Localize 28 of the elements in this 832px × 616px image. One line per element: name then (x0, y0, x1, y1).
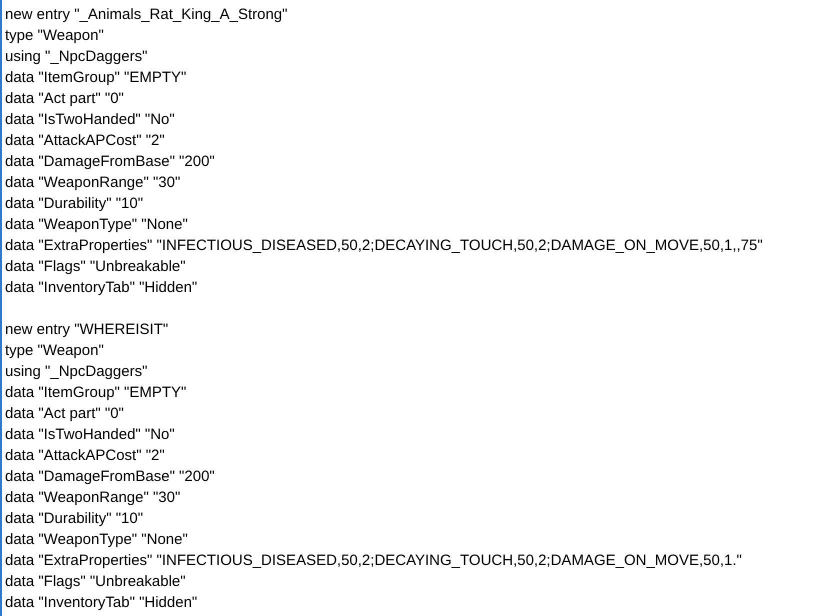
code-line: data "DamageFromBase" "200" (5, 152, 215, 172)
code-line: data "ItemGroup" "EMPTY" (5, 383, 186, 403)
code-line: data "IsTwoHanded" "No" (5, 110, 175, 130)
code-line: data "ItemGroup" "EMPTY" (5, 68, 186, 88)
code-line: data "IsTwoHanded" "No" (5, 425, 175, 445)
code-line: data "Act part" "0" (5, 89, 124, 109)
code-line: new entry "WHEREISIT" (5, 320, 168, 340)
code-line: data "Durability" "10" (5, 194, 144, 214)
code-line: data "WeaponRange" "30" (5, 173, 180, 193)
code-line: new entry "_Animals_Rat_King_A_Strong" (5, 5, 288, 25)
code-line: data "Flags" "Unbreakable" (5, 572, 186, 592)
code-line: data "WeaponType" "None" (5, 215, 188, 235)
code-line: data "Act part" "0" (5, 404, 124, 424)
code-line: using "_NpcDaggers" (5, 47, 148, 67)
code-line: data "Durability" "10" (5, 509, 144, 529)
code-line: data "WeaponType" "None" (5, 530, 188, 550)
code-line: using "_NpcDaggers" (5, 362, 148, 382)
code-line: data "WeaponRange" "30" (5, 488, 180, 508)
code-line: type "Weapon" (5, 26, 104, 46)
code-line: data "AttackAPCost" "2" (5, 446, 165, 466)
code-line: data "InventoryTab" "Hidden" (5, 593, 198, 613)
code-line: data "ExtraProperties" "INFECTIOUS_DISEASED,50,2;DECAYING_TOUCH,50,2;DAMAGE_ON_MOVE,50,1." (5, 551, 742, 571)
code-line: type "Weapon" (5, 341, 104, 361)
code-line: data "AttackAPCost" "2" (5, 131, 165, 151)
code-line: data "ExtraProperties" "INFECTIOUS_DISEASED,50,2;DECAYING_TOUCH,50,2;DAMAGE_ON_MOVE,50,1,,75" (5, 236, 763, 256)
code-line: data "DamageFromBase" "200" (5, 467, 215, 487)
code-line: data "Flags" "Unbreakable" (5, 257, 186, 277)
code-line: data "InventoryTab" "Hidden" (5, 278, 198, 298)
